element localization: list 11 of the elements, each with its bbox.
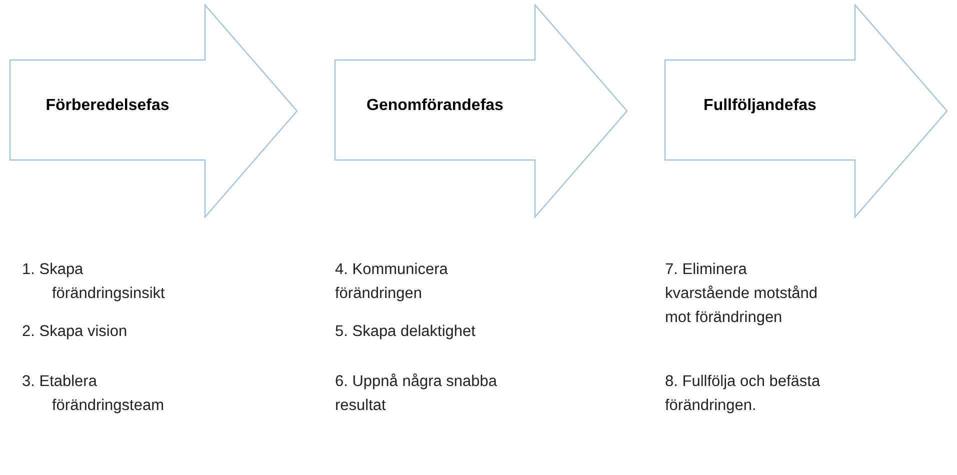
- list-item: 5. Skapa delaktighet: [335, 322, 476, 342]
- phase-title: Fullföljandefas: [702, 97, 818, 115]
- list-item: 4. Kommunicera förändringen: [335, 260, 449, 304]
- list-item: 1. Skapa förändringsinsikt: [22, 260, 166, 304]
- list-item: 2. Skapa vision: [22, 322, 128, 342]
- list-item: 3. Etablera förändringsteam: [22, 372, 166, 416]
- list-item: 8. Fullfölja och befästa förändringen.: [665, 372, 822, 416]
- phase-title: Genomförandefas: [366, 97, 504, 115]
- phase-title: Förberedelsefas: [44, 97, 170, 115]
- list-item: 7. Eliminera kvarstående motstånd mot förändringen: [665, 260, 819, 328]
- list-item: 6. Uppnå några snabba resultat: [335, 372, 498, 416]
